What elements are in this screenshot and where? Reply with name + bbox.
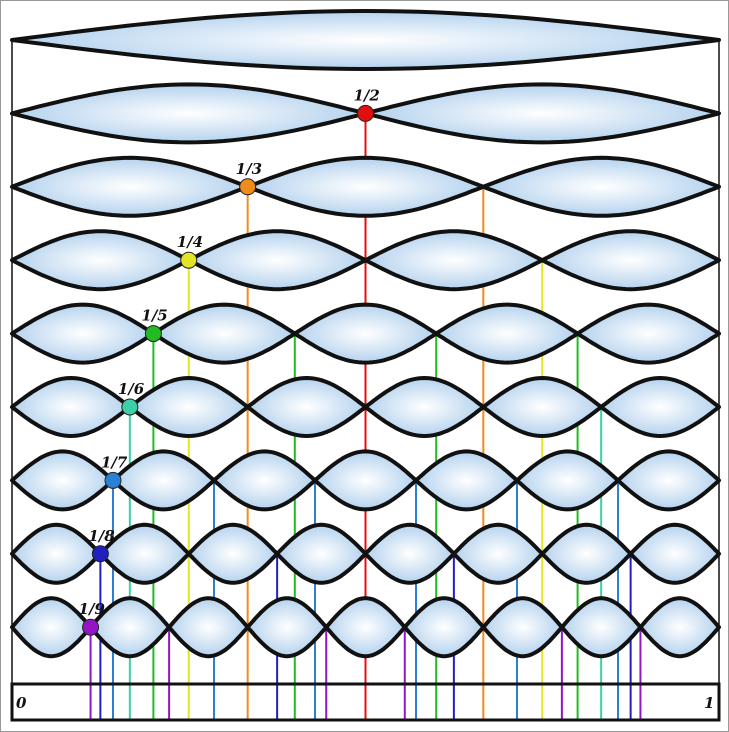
wave-lobe-h9 (559, 596, 643, 659)
wave-lobe-h7 (414, 449, 519, 512)
wave-lobe-h5 (434, 302, 580, 365)
node-label-1-2: 1/2 (354, 86, 380, 104)
wave-lobe-h4 (10, 229, 191, 292)
wave-lobe-h8 (10, 522, 103, 585)
wave-lobe-h8 (451, 522, 545, 585)
wave-lobe-h1 (10, 9, 721, 71)
wave-lobe-h7 (313, 449, 418, 512)
wave-lobe-h9 (167, 596, 250, 659)
wave-lobe-h8 (275, 522, 368, 585)
node-label-1-7: 1/7 (101, 453, 128, 471)
wave-lobe-h6 (245, 376, 368, 438)
node-markers: 1/2 1/3 1/4 1/5 1/6 1/7 1/8 1/9 (79, 86, 380, 636)
node-dot-1-8 (91, 545, 109, 563)
wave-lobe-h3 (481, 155, 721, 218)
wave-lobe-h3 (245, 155, 486, 218)
node-dot-1-5 (144, 325, 162, 343)
wave-lobe-h7 (515, 449, 620, 512)
wave-lobe-h4 (363, 229, 545, 292)
wave-lobe-h5 (151, 302, 297, 365)
node-dot-1-2 (357, 104, 374, 122)
axis-end-label: 1 (704, 694, 714, 712)
wave-lobe-h6 (599, 376, 721, 438)
node-dot-1-7 (104, 471, 122, 489)
node-label-1-3: 1/3 (236, 160, 262, 178)
node-label-1-9: 1/9 (79, 600, 106, 618)
wave-lobe-h6 (481, 376, 604, 438)
wave-lobe-h4 (186, 229, 368, 292)
wave-lobe-h2 (363, 82, 721, 145)
node-label-1-4: 1/4 (177, 233, 203, 251)
node-label-1-8: 1/8 (88, 527, 115, 545)
wave-lobe-h2 (10, 82, 368, 145)
node-dot-1-6 (121, 398, 139, 416)
wave-lobe-h7 (212, 449, 317, 512)
wave-lobe-h5 (575, 302, 721, 365)
wave-lobe-h5 (10, 302, 156, 365)
wave-lobe-h7 (10, 449, 115, 512)
wave-lobe-h7 (111, 449, 216, 512)
node-dot-1-3 (239, 178, 257, 196)
wave-lobe-h8 (363, 522, 456, 585)
wave-lobe-h9 (324, 596, 407, 659)
wave-lobe-h4 (540, 229, 721, 292)
node-dot-1-9 (82, 618, 100, 636)
wave-lobe-h6 (127, 376, 250, 438)
wave-lobe-h6 (363, 376, 486, 438)
node-label-1-5: 1/5 (141, 307, 167, 325)
wave-lobe-h9 (638, 596, 721, 659)
wave-lobe-h5 (292, 302, 439, 365)
wave-lobe-h8 (186, 522, 280, 585)
wave-lobe-h7 (616, 449, 721, 512)
node-dot-1-4 (180, 251, 198, 269)
standing-waves (10, 9, 721, 659)
wave-lobe-h8 (628, 522, 721, 585)
wave-lobe-h6 (10, 376, 132, 438)
wave-lobe-h3 (10, 155, 250, 218)
axis-start-label: 0 (16, 694, 27, 712)
unit-interval-bar (10, 682, 721, 722)
node-label-1-6: 1/6 (118, 380, 145, 398)
wave-lobe-h9 (481, 596, 564, 659)
